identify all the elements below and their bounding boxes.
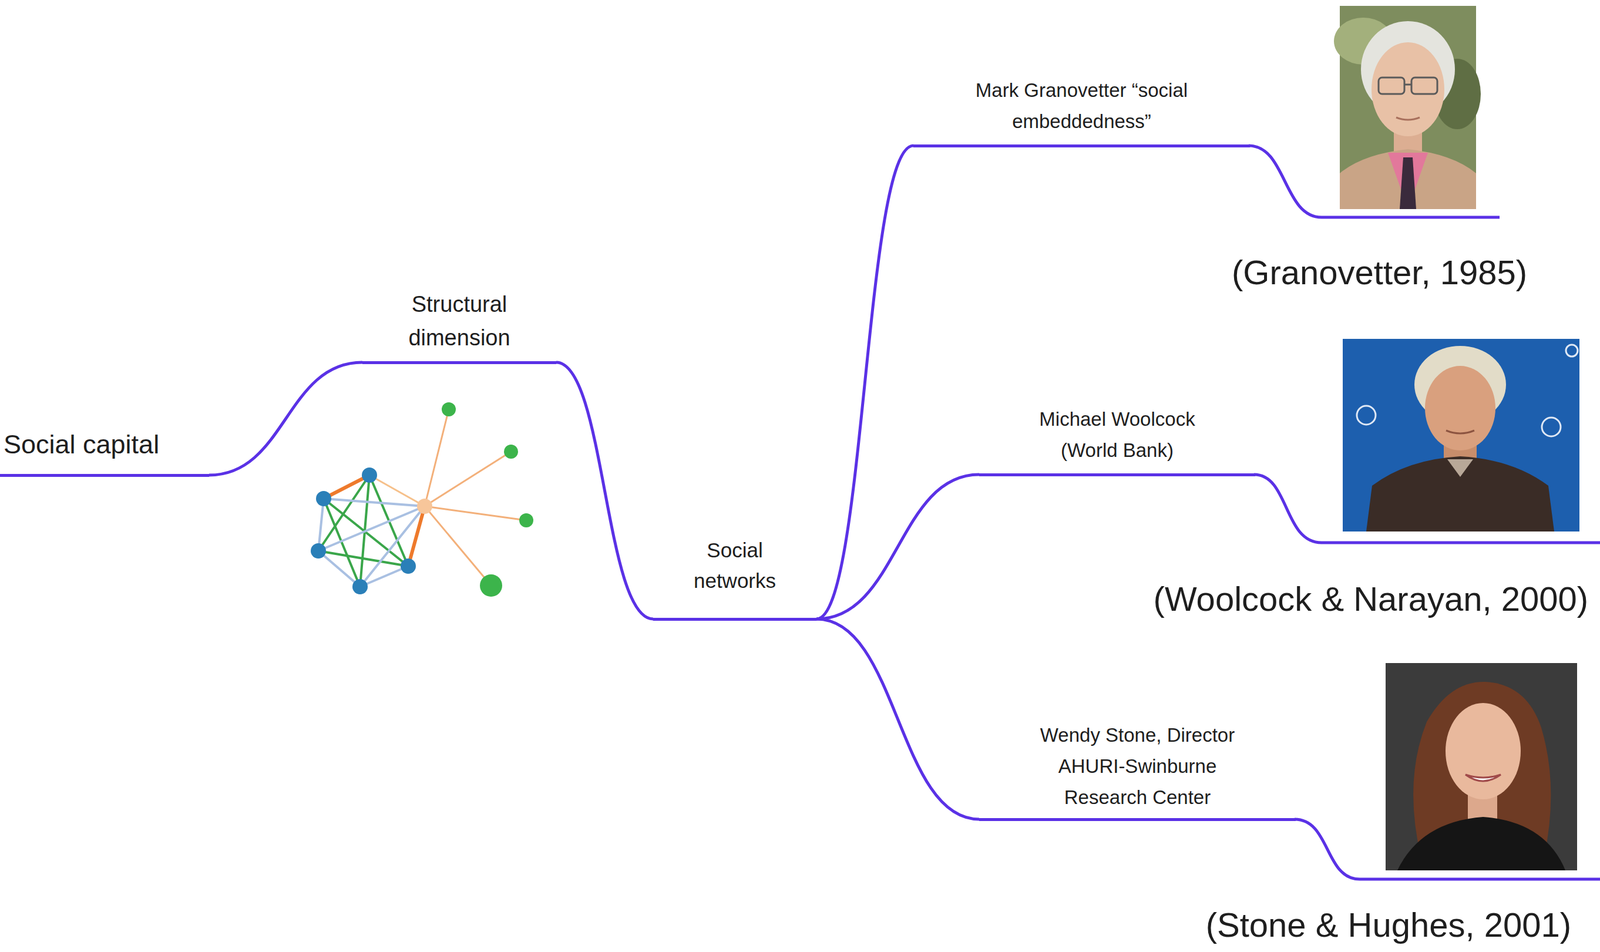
photo-emblem bbox=[1356, 405, 1376, 425]
branch-line bbox=[816, 619, 980, 820]
photo-mouth bbox=[1446, 430, 1475, 434]
branch-node: Structural dimension bbox=[362, 287, 557, 365]
network-dot bbox=[310, 543, 326, 559]
network-link bbox=[318, 506, 425, 551]
network-link bbox=[369, 475, 425, 507]
photo-tie bbox=[1399, 157, 1417, 210]
branch-line bbox=[556, 362, 654, 620]
branch-line bbox=[816, 474, 980, 620]
branch-node: Wendy Stone, Director AHURI-Swinburne Re… bbox=[979, 720, 1296, 821]
network-link bbox=[424, 409, 449, 507]
branch-node: Mark Granovetter “social embeddedness” bbox=[913, 75, 1250, 148]
network-dot bbox=[519, 513, 534, 528]
photo-emblem bbox=[1541, 417, 1561, 437]
photo-smile bbox=[1465, 774, 1501, 782]
citation-label: (Granovetter, 1985) bbox=[1231, 253, 1528, 292]
network-link bbox=[424, 451, 512, 507]
network-link bbox=[424, 506, 492, 586]
photo-mouth bbox=[1396, 117, 1420, 120]
network-dot bbox=[361, 467, 378, 483]
photo-top bbox=[1397, 817, 1566, 871]
photo-face bbox=[1424, 365, 1496, 451]
network-link bbox=[424, 506, 527, 521]
branch-line bbox=[816, 145, 914, 620]
photo-glasses bbox=[1404, 83, 1412, 86]
network-dot bbox=[441, 402, 456, 417]
node-text: Michael Woolcock (World Bank) bbox=[1026, 404, 1209, 467]
node-text: Social capital bbox=[3, 428, 160, 461]
photo-background bbox=[1385, 663, 1578, 871]
photo-face bbox=[1371, 42, 1445, 137]
network-link bbox=[318, 498, 324, 551]
network-dot bbox=[417, 498, 433, 514]
photo-glasses bbox=[1411, 77, 1438, 94]
portrait-photo bbox=[1385, 663, 1578, 871]
network-link bbox=[408, 506, 425, 567]
branch-node: Social capital bbox=[0, 428, 210, 477]
node-text: Wendy Stone, Director AHURI-Swinburne Re… bbox=[1032, 720, 1244, 813]
network-illustration bbox=[310, 402, 534, 597]
photo-emblem bbox=[1565, 344, 1578, 357]
network-dot bbox=[503, 444, 519, 459]
network-dot bbox=[400, 558, 416, 574]
photo-jacket bbox=[1339, 149, 1477, 210]
node-text: Structural dimension bbox=[382, 287, 536, 355]
photo-face bbox=[1445, 703, 1521, 800]
network-link bbox=[360, 506, 425, 587]
portrait-photo bbox=[1333, 5, 1481, 210]
citation-label: (Stone & Hughes, 2001) bbox=[1205, 906, 1572, 944]
portrait-photo bbox=[1342, 338, 1580, 532]
network-dot bbox=[352, 579, 368, 595]
node-text: Mark Granovetter “social embeddedness” bbox=[952, 75, 1212, 138]
branch-node: Social networks bbox=[653, 535, 817, 621]
photo-glasses bbox=[1378, 77, 1405, 94]
network-link bbox=[323, 498, 425, 507]
network-link bbox=[318, 550, 409, 567]
branch-line bbox=[209, 362, 363, 476]
photo-collar bbox=[1447, 459, 1474, 477]
photo-shirt bbox=[1366, 456, 1555, 532]
network-dot bbox=[316, 491, 332, 507]
citation-label: (Woolcock & Narayan, 2000) bbox=[1153, 580, 1589, 618]
photo-background bbox=[1342, 338, 1580, 532]
branch-node: Michael Woolcock (World Bank) bbox=[979, 404, 1256, 477]
node-text: Social networks bbox=[676, 535, 794, 597]
network-link bbox=[323, 475, 370, 499]
network-link bbox=[323, 498, 409, 567]
photo-shirt bbox=[1387, 152, 1428, 210]
network-dot bbox=[479, 574, 503, 597]
